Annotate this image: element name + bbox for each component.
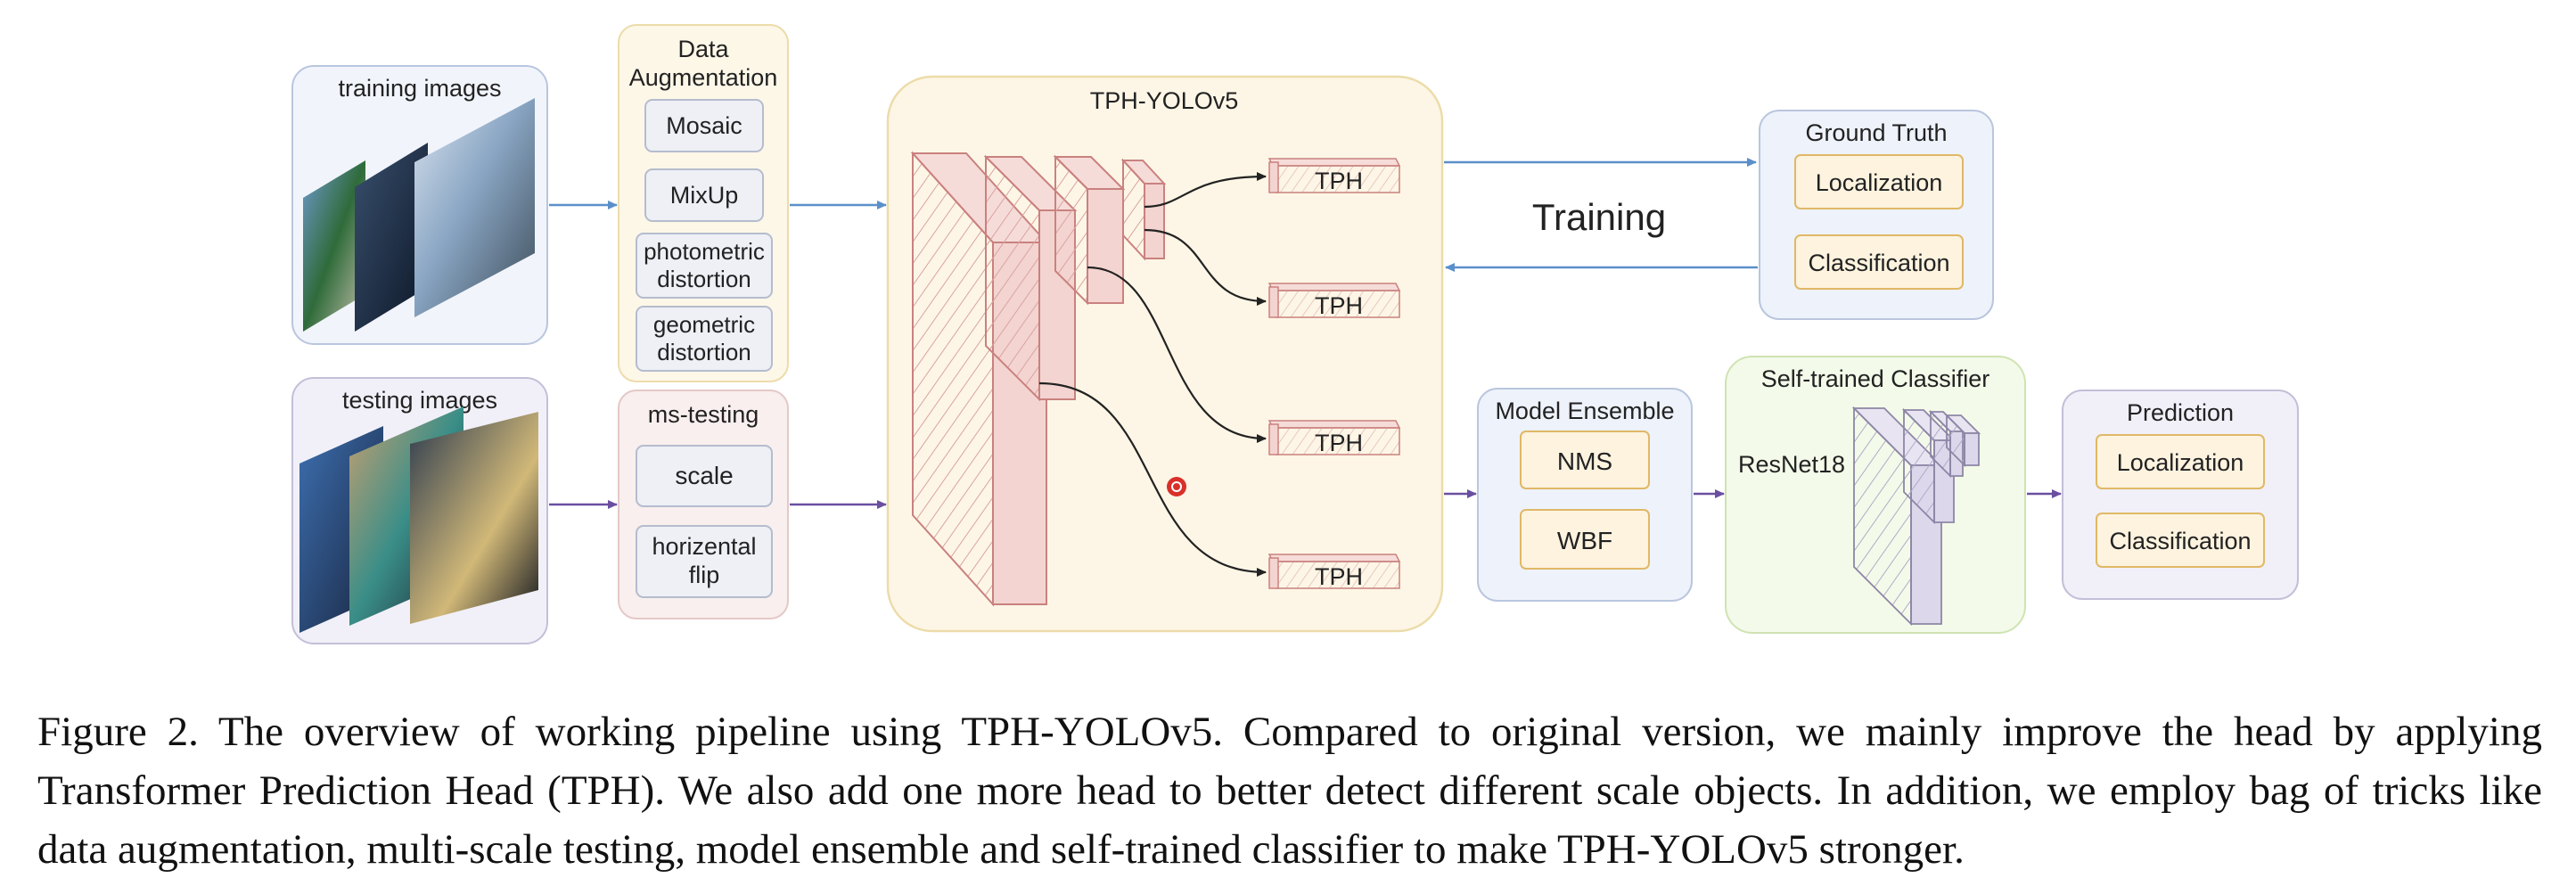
tph-head: TPH [1267,554,1401,590]
pred-localization: Localization [2117,449,2244,476]
model-ensemble-title: Model Ensemble [1495,398,1674,424]
self-trained-classifier-title: Self-trained Classifier [1761,365,1990,392]
testing-images-panel: testing images [291,377,548,644]
ensemble-wbf: WBF [1557,527,1612,554]
ensemble-nms: NMS [1557,447,1612,475]
aug-item-geometric: geometric [653,311,755,338]
ground-truth-title: Ground Truth [1805,119,1947,146]
tph-head-label: TPH [1315,563,1363,590]
figure-caption: Figure 2. The overview of working pipeli… [37,709,2542,873]
data-augmentation-title: Data [677,36,729,62]
gt-classification: Classification [1808,250,1949,276]
training-images-panel: training images [291,65,548,345]
prediction-title: Prediction [2127,399,2234,426]
tph-head-label: TPH [1315,430,1363,456]
tph-yolov5-title: TPH-YOLOv5 [1090,87,1239,114]
data-augmentation-title: Augmentation [629,64,778,91]
tph-yolov5-panel: TPH-YOLOv5 [886,75,1444,633]
pipeline-diagram: training images testing images Data Augm… [291,24,2299,644]
backbone-layers [910,151,1167,607]
ground-truth-panel: Ground Truth Localization Classification [1759,110,1994,320]
tph-head: TPH [1267,420,1401,456]
ms-item-scale: scale [675,462,733,489]
tph-head-label: TPH [1315,168,1363,194]
ms-testing-panel: ms-testing scale horizental flip [618,390,789,619]
aug-item-photometric: distortion [657,266,751,292]
classifier-layers [1851,406,1981,627]
head-connections [1038,172,1267,577]
tph-head: TPH [1267,283,1401,319]
testing-images-label: testing images [342,387,497,414]
aug-item-mosaic: Mosaic [666,112,742,139]
training-images-label: training images [338,75,501,102]
aug-item-geometric: distortion [657,339,751,365]
ms-item-flip: flip [689,562,720,588]
training-loop [1444,158,1758,272]
self-trained-classifier-panel: Self-trained Classifier ResNet18 [1725,356,2026,634]
resnet18-label: ResNet18 [1738,451,1845,478]
input-arrows [549,201,887,509]
aug-item-mixup: MixUp [670,182,739,209]
tph-head: TPH [1267,158,1401,194]
ms-item-flip: horizental [652,533,756,560]
cursor-dot [1167,477,1186,496]
model-ensemble-panel: Model Ensemble NMS WBF [1477,388,1693,602]
training-image-thumbnails [303,98,535,332]
prediction-panel: Prediction Localization Classification [2062,390,2299,600]
aug-item-photometric: photometric [644,238,765,265]
training-label: Training [1532,196,1666,238]
data-augmentation-panel: Data Augmentation Mosaic MixUp photometr… [618,24,789,382]
pred-classification: Classification [2109,528,2251,554]
ms-testing-title: ms-testing [648,401,759,428]
tph-head-label: TPH [1315,292,1363,319]
testing-image-thumbnails [299,406,538,633]
gt-localization: Localization [1816,169,1943,196]
